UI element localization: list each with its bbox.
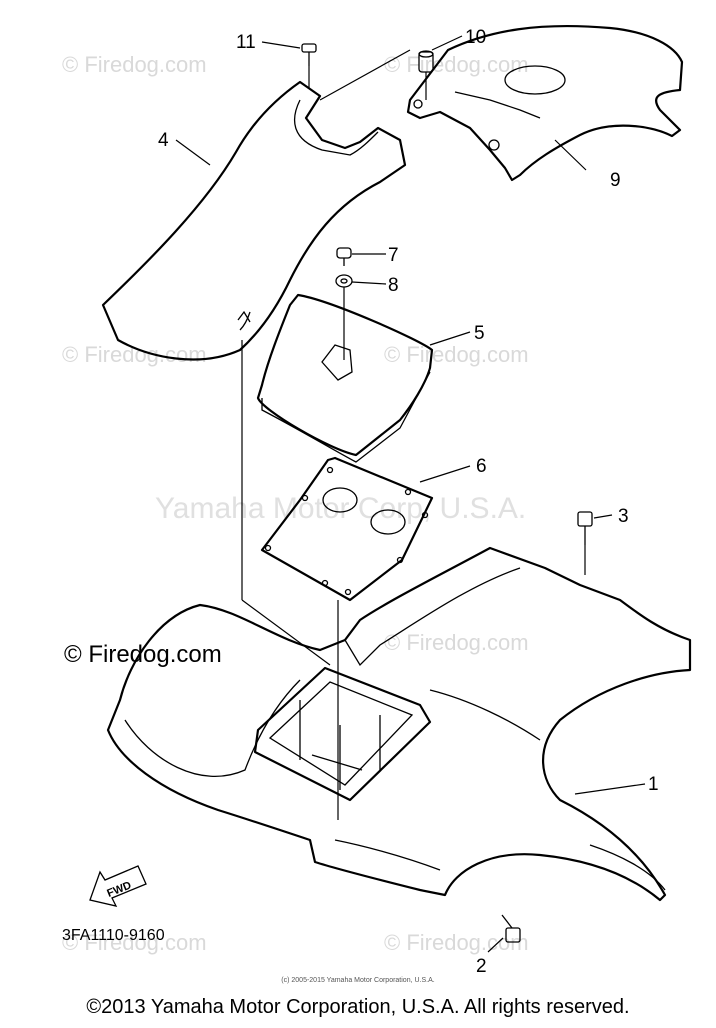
part-2-bolt (501, 914, 521, 943)
watermark-site: © Firedog.com (384, 342, 529, 367)
part-11-screw (301, 43, 317, 66)
watermark-site: © Firedog.com (384, 930, 529, 955)
callout-leaders (175, 35, 646, 953)
part-9-fender-extension (406, 24, 684, 182)
fwd-arrow-icon: FWD (89, 865, 147, 907)
callout-10: 10 (465, 27, 486, 48)
callout-11: 11 (236, 32, 256, 53)
watermark-site: © Firedog.com (384, 52, 529, 77)
callout-8: 8 (388, 275, 399, 296)
watermark-site-bold: © Firedog.com (64, 641, 222, 668)
callout-9: 9 (610, 170, 621, 191)
footer-copyright: ©2013 Yamaha Motor Corporation, U.S.A. A… (86, 996, 630, 1018)
part-8-washer (335, 274, 353, 288)
small-copyright: (c) 2005-2015 Yamaha Motor Corporation, … (281, 977, 435, 984)
watermark-site: © Firedog.com (62, 930, 207, 955)
callout-3: 3 (618, 506, 629, 527)
callout-6: 6 (476, 456, 487, 477)
part-5-cover (256, 293, 434, 463)
callout-4: 4 (158, 130, 169, 151)
callout-5: 5 (474, 323, 485, 344)
part-7-screw (336, 247, 352, 266)
watermark-site: © Firedog.com (62, 342, 207, 367)
callout-7: 7 (388, 245, 399, 266)
part-6-plate (260, 456, 434, 602)
diagram-code: 3FA1110-9160 (62, 927, 165, 944)
assembly-lines (241, 49, 586, 820)
part-3-bolt (577, 511, 593, 545)
callout-2: 2 (476, 956, 487, 977)
watermark-site: © Firedog.com (384, 630, 529, 655)
watermark-site: © Firedog.com (62, 52, 207, 77)
callout-1: 1 (648, 774, 659, 795)
part-1-rear-fender (106, 546, 692, 902)
fwd-label: FWD (105, 879, 133, 900)
watermark-maker: Yamaha Motor Corp, U.S.A. (155, 492, 526, 525)
part-4-fender-cover (101, 80, 407, 361)
